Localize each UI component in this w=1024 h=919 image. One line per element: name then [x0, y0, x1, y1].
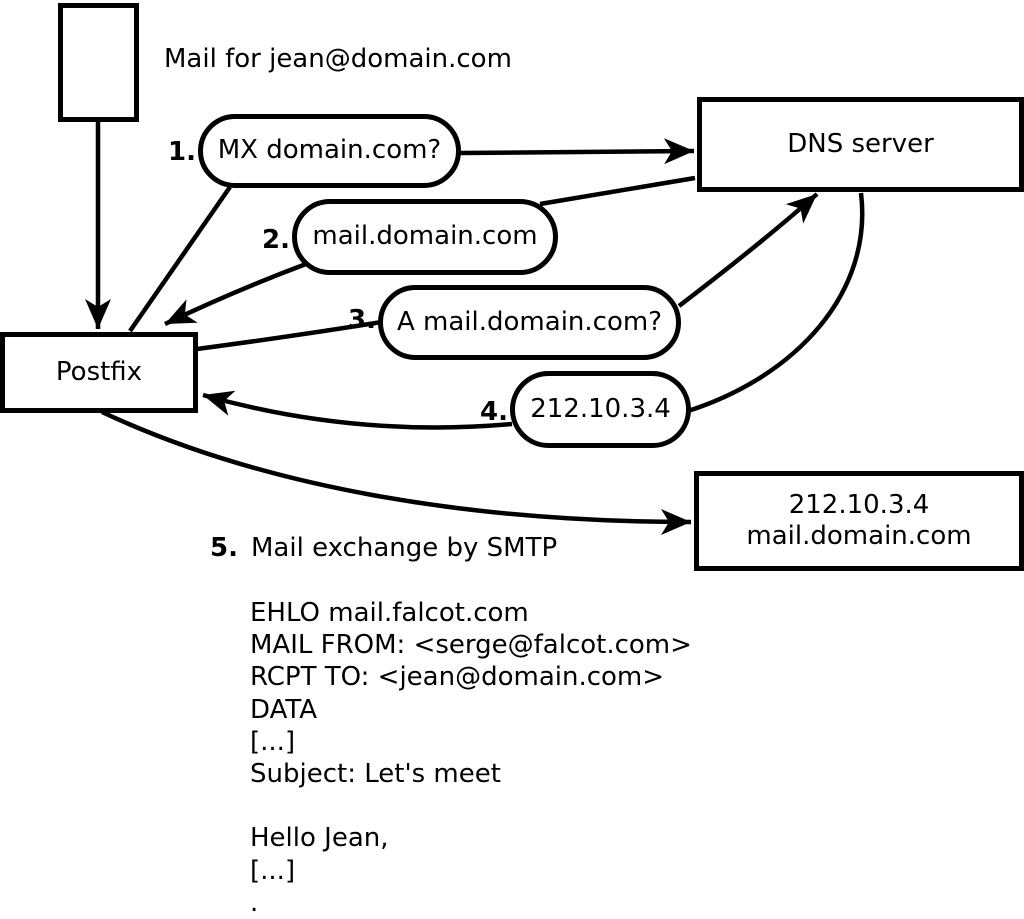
node-mail-server: 212.10.3.4 mail.domain.com: [694, 471, 1024, 571]
smtp-line: Subject: Let's meet: [250, 758, 501, 789]
message-response-a: 212.10.3.4: [510, 371, 691, 448]
step-number-2: 2.: [262, 225, 290, 255]
arrow-query3-to-dns: [677, 192, 819, 308]
mail-server-hostname: mail.domain.com: [746, 521, 972, 551]
message-query-mx: MX domain.com?: [198, 114, 461, 188]
step-number-4: 4.: [480, 397, 508, 427]
smtp-line: EHLO mail.falcot.com: [250, 598, 529, 628]
smtp-line: [...]: [250, 855, 296, 886]
mail-server-ip: 212.10.3.4: [788, 490, 930, 520]
step-number-1: 1.: [168, 137, 196, 167]
arrow-query1-to-dns: [458, 138, 695, 165]
smtp-line: Hello Jean,: [250, 823, 389, 854]
step-number-5: 5.: [210, 533, 238, 563]
node-postfix: Postfix: [0, 332, 198, 413]
message-response-a-label: 212.10.3.4: [530, 393, 671, 424]
step-5-label: Mail exchange by SMTP: [251, 533, 558, 563]
arrow-postfix-to-mailserver: [101, 409, 692, 535]
line-dns-to-response4: [687, 192, 865, 414]
message-response-mx: mail.domain.com: [292, 199, 558, 275]
mail-title: Mail for jean@domain.com: [164, 44, 512, 74]
message-query-a-label: A mail.domain.com?: [397, 306, 662, 337]
smtp-line-blank: [250, 790, 692, 822]
smtp-line: MAIL FROM: <serge@falcot.com>: [250, 630, 692, 661]
arrow-response2-to-postfix: [164, 261, 307, 327]
line-dns-to-response2: [539, 175, 696, 207]
arrow-response4-to-postfix: [202, 390, 513, 430]
smtp-session-transcript: EHLO mail.falcot.com MAIL FROM: <serge@f…: [250, 597, 692, 919]
node-postfix-label: Postfix: [55, 356, 143, 387]
smtp-line: RCPT TO: <jean@domain.com>: [250, 662, 665, 693]
step-number-3: 3.: [348, 305, 376, 335]
message-response-mx-label: mail.domain.com: [312, 221, 538, 252]
line-postfix-to-query3: [196, 319, 383, 352]
message-query-mx-label: MX domain.com?: [217, 135, 442, 166]
smtp-line: [...]: [250, 726, 296, 757]
message-query-a: A mail.domain.com?: [378, 285, 681, 360]
line-postfix-to-query1: [128, 185, 232, 333]
smtp-line: DATA: [250, 694, 317, 725]
smtp-line-end-of-data: .: [250, 887, 259, 918]
node-dns-server: DNS server: [697, 97, 1024, 192]
mail-envelope-icon: [58, 3, 139, 122]
node-dns-label: DNS server: [787, 128, 934, 159]
